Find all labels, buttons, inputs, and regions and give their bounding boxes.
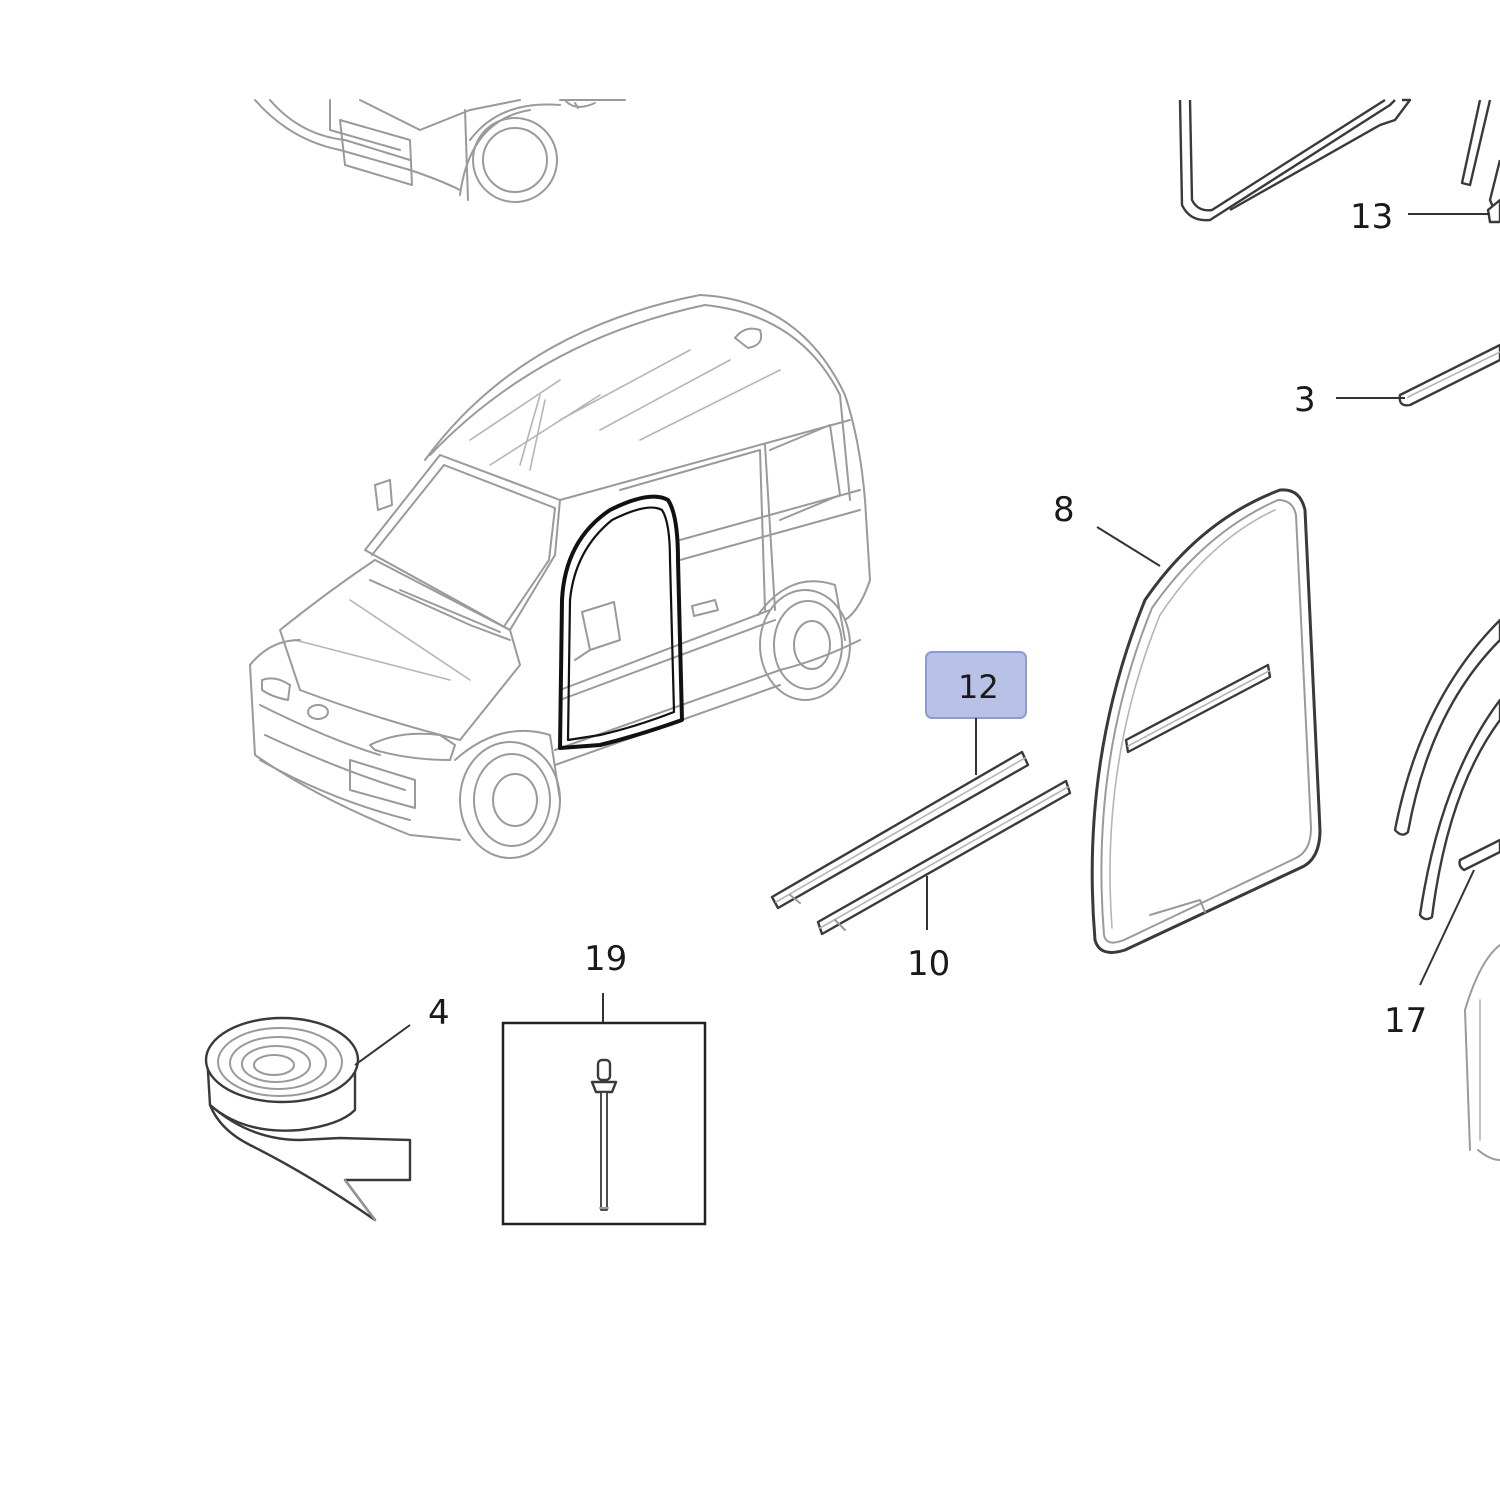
- leader-4: [354, 1024, 411, 1066]
- van-illustration: [249, 294, 871, 859]
- callout-19: 19: [584, 939, 627, 979]
- partial-van-top-illustration: [254, 99, 626, 203]
- item-17-parts: [1393, 618, 1500, 1161]
- callout-12: 12: [958, 668, 999, 706]
- leader-8: [1096, 526, 1161, 567]
- item-19-box: [501, 1021, 707, 1226]
- item-19-rivet: [590, 1058, 618, 1211]
- item-13-parts: [1178, 98, 1500, 224]
- callout-4: 4: [428, 993, 450, 1033]
- callout-8: 8: [1053, 490, 1075, 530]
- item-10-strip: [816, 779, 1072, 936]
- leader-17: [1419, 869, 1475, 986]
- item-4-tape-roll: [204, 1016, 412, 1222]
- item-3-strip: [1398, 343, 1500, 407]
- callout-13: 13: [1350, 197, 1393, 237]
- callout-10: 10: [907, 944, 950, 984]
- item-12-strip: [770, 750, 1030, 910]
- item-8-door-seal: [1090, 488, 1322, 954]
- callout-17: 17: [1384, 1001, 1427, 1041]
- callout-3: 3: [1294, 380, 1316, 420]
